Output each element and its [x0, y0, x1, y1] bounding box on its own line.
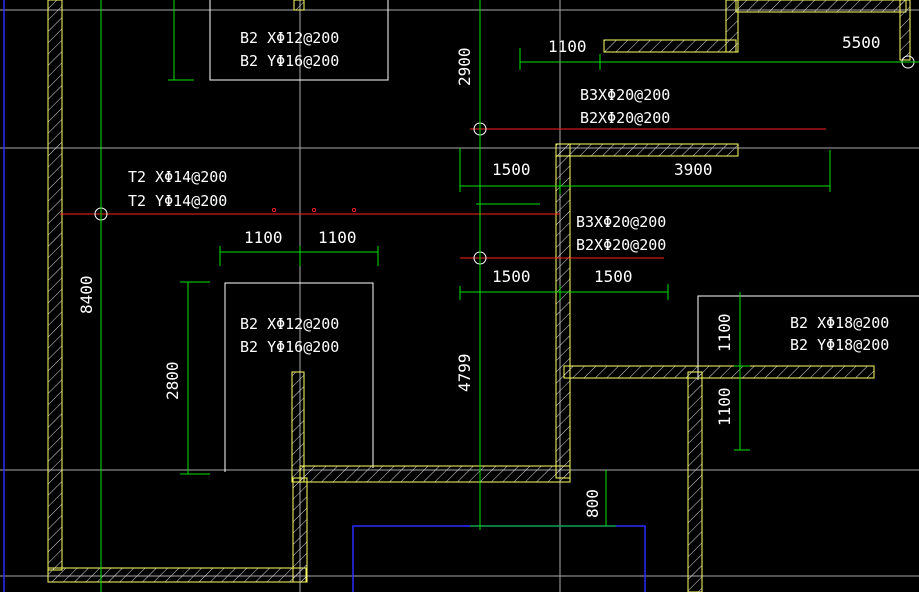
- svg-text:B2 XΦ12@200: B2 XΦ12@200: [240, 29, 339, 47]
- dim-mid-1500-b: 1500: [492, 267, 531, 286]
- dim-mid-1500-a: 1500: [492, 160, 531, 179]
- svg-text:B2 YΦ16@200: B2 YΦ16@200: [240, 338, 339, 356]
- slab-boundaries: [209, 0, 919, 472]
- svg-text:B3XΦ20@200: B3XΦ20@200: [580, 86, 670, 104]
- svg-text:B2 XΦ18@200: B2 XΦ18@200: [790, 314, 889, 332]
- blue-boundary: [3, 0, 646, 592]
- svg-text:B2 XΦ12@200: B2 XΦ12@200: [240, 315, 339, 333]
- dim-mid-1500-c: 1500: [594, 267, 633, 286]
- dim-top-5500: 5500: [842, 33, 881, 52]
- svg-text:B2 YΦ16@200: B2 YΦ16@200: [240, 52, 339, 70]
- red-dots: [271, 207, 357, 213]
- dim-vert-800: 800: [583, 489, 602, 518]
- dim-mid-3900: 3900: [674, 160, 713, 179]
- slab-label-5: B2 XΦ12@200 B2 YΦ16@200: [240, 315, 339, 356]
- slab-label-2: T2 XΦ14@200 T2 YΦ14@200: [128, 168, 227, 210]
- dim-right-1100-b: 1100: [715, 387, 734, 426]
- dim-vert-2800: 2800: [163, 361, 182, 400]
- slab-label-6: B2 XΦ18@200 B2 YΦ18@200: [790, 314, 889, 354]
- svg-text:B2XΦ20@200: B2XΦ20@200: [580, 109, 670, 127]
- dim-vert-2900: 2900: [455, 47, 474, 86]
- svg-text:B3XΦ20@200: B3XΦ20@200: [576, 213, 666, 231]
- wall-hatching: [47, 0, 911, 592]
- svg-text:B2XΦ20@200: B2XΦ20@200: [576, 236, 666, 254]
- dim-right-1100-a: 1100: [715, 313, 734, 352]
- slab-label-1: B2 XΦ12@200 B2 YΦ16@200: [240, 29, 339, 70]
- svg-text:T2 YΦ14@200: T2 YΦ14@200: [128, 192, 227, 210]
- dimension-lines: [100, 0, 919, 592]
- svg-text:T2 XΦ14@200: T2 XΦ14@200: [128, 168, 227, 186]
- dim-vert-4799: 4799: [455, 353, 474, 392]
- red-axis-lines: [60, 128, 826, 259]
- slab-label-3: B3XΦ20@200 B2XΦ20@200: [580, 86, 670, 127]
- dimension-texts: 1100 5500 2900 1500 3900 1100 1100 1500 …: [77, 33, 881, 518]
- dim-left-1100-b: 1100: [318, 228, 357, 247]
- dim-top-1100: 1100: [548, 37, 587, 56]
- svg-text:B2 YΦ18@200: B2 YΦ18@200: [790, 336, 889, 354]
- slab-label-4: B3XΦ20@200 B2XΦ20@200: [576, 213, 666, 254]
- dim-vert-8400: 8400: [77, 275, 96, 314]
- dim-left-1100-a: 1100: [244, 228, 283, 247]
